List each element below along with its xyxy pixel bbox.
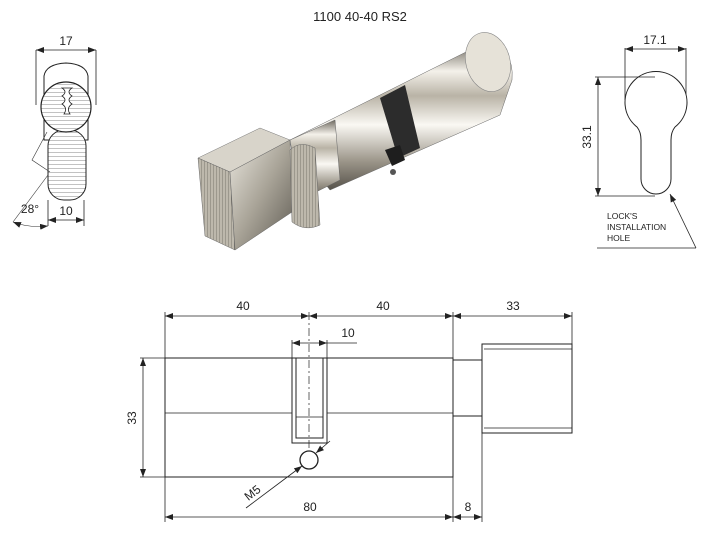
knob-length-label: 33 xyxy=(506,299,520,313)
thumb-turn-knob xyxy=(481,343,573,434)
screw-hole xyxy=(299,450,319,470)
hole-height-label: 33.1 xyxy=(580,125,594,149)
note-line-2: INSTALLATION xyxy=(607,222,666,232)
hole-width-label: 17.1 xyxy=(643,33,667,47)
screw-label: M5 xyxy=(242,482,264,503)
angle-label: 28° xyxy=(21,202,39,216)
total-length-label: 80 xyxy=(303,500,317,514)
cam-width-label: 10 xyxy=(341,326,355,340)
note-line-3: HOLE xyxy=(607,233,630,243)
height-label: 33 xyxy=(125,411,139,425)
left-length-label: 40 xyxy=(236,299,250,313)
right-length-label: 40 xyxy=(376,299,390,313)
neck-length-label: 8 xyxy=(465,500,472,514)
hole-outline xyxy=(624,71,688,195)
side-view: 17 28° 10 xyxy=(12,34,97,230)
neck xyxy=(452,359,483,417)
keyway xyxy=(60,87,74,115)
front-view: 40 40 33 10 33 M5 80 8 xyxy=(125,299,573,522)
drawing-title: 1100 40-40 RS2 xyxy=(313,9,407,24)
product-render xyxy=(197,32,513,251)
side-width-label: 17 xyxy=(59,34,73,48)
installation-hole-view: 17.1 33.1 LOCK'S INSTALLATION HOLE xyxy=(580,33,697,249)
thumb-turn-side xyxy=(47,129,87,201)
note-line-1: LOCK'S xyxy=(607,211,638,221)
knob-width-label: 10 xyxy=(59,204,73,218)
